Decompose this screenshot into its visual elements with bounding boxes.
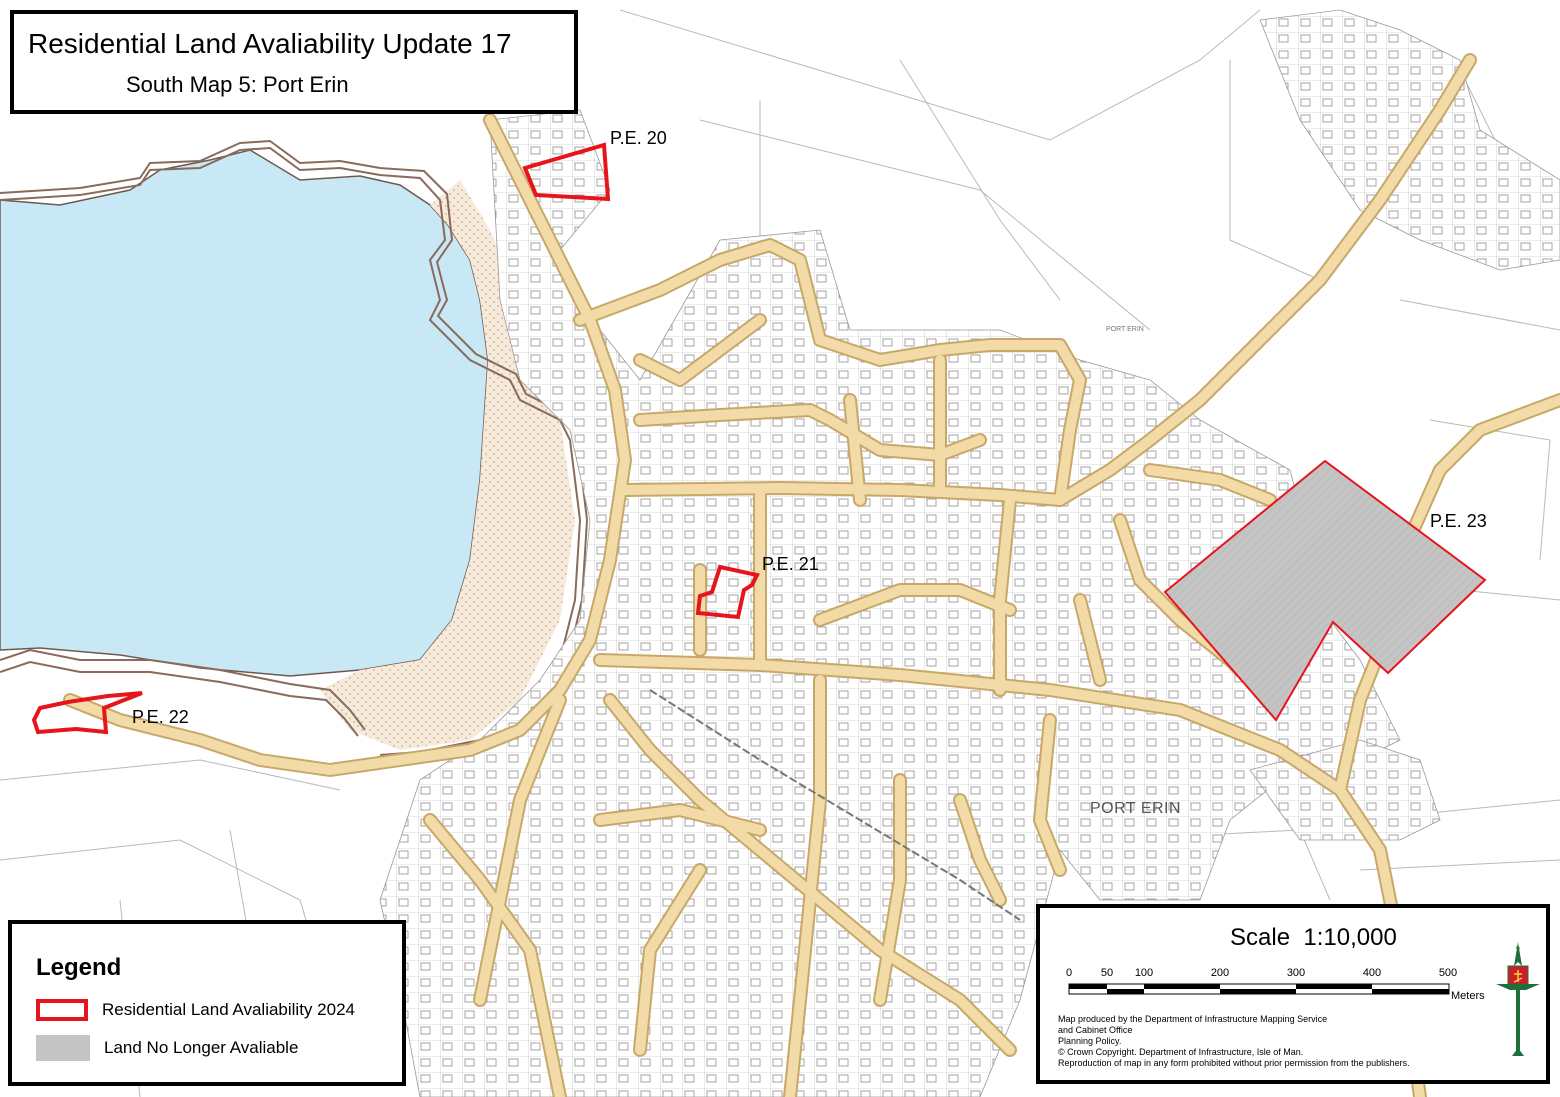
scale-unit: Meters xyxy=(1451,990,1485,1002)
legend-item-label: Residential Land Avaliability 2024 xyxy=(102,1000,355,1019)
site-pe23-area[interactable] xyxy=(1163,459,1487,722)
scale-bar: 0 50 100 200 300 400 500 Meters xyxy=(1066,967,1485,1002)
built-up-area xyxy=(379,9,1560,1097)
road-network xyxy=(63,53,1560,1097)
legend-panel: Legend Residential Land Avaliability 202… xyxy=(8,920,406,1086)
scale-tick-label: 400 xyxy=(1363,967,1381,979)
scale-tick-label: 50 xyxy=(1101,967,1113,979)
scale-segment xyxy=(1107,989,1144,994)
railway-line xyxy=(649,689,1021,921)
scale-segment xyxy=(1296,984,1372,989)
scale-segment xyxy=(1372,989,1449,994)
title-panel: Residential Land Avaliability Update 17 … xyxy=(10,10,578,114)
site-pe22-outline[interactable] xyxy=(31,691,143,735)
scale-tick-label: 500 xyxy=(1439,967,1457,979)
legend-item-label: Land No Longer Avaliable xyxy=(104,1038,299,1057)
map-title: Residential Land Avaliability Update 17 xyxy=(28,28,512,59)
scale-segment xyxy=(1220,989,1296,994)
scale-title: Scale 1:10,000 xyxy=(1230,924,1397,952)
scale-segment xyxy=(1069,984,1107,989)
legend-swatch-fill xyxy=(36,1035,90,1061)
site-label-pe23: P.E. 23 xyxy=(1430,511,1487,531)
scale-segment xyxy=(1144,984,1220,989)
site-label-pe22: P.E. 22 xyxy=(132,707,189,727)
map-subtitle: South Map 5: Port Erin xyxy=(126,72,349,97)
scale-label: Scale xyxy=(1230,924,1291,951)
north-arrow-icon xyxy=(1496,942,1540,1056)
legend-item-unavailable: Land No Longer Avaliable xyxy=(36,1034,298,1062)
scale-ratio: 1:10,000 xyxy=(1303,924,1397,951)
scale-tick-label: 0 xyxy=(1066,967,1072,979)
scale-tick-label: 200 xyxy=(1211,967,1229,979)
place-label-small: PORT ERIN xyxy=(1106,326,1144,333)
site-pe21-outline[interactable] xyxy=(695,564,760,620)
site-label-pe21: P.E. 21 xyxy=(762,554,819,574)
scale-tick-label: 300 xyxy=(1287,967,1305,979)
town-label-port-erin: PORT ERIN xyxy=(1090,800,1182,817)
site-pe20-outline[interactable] xyxy=(522,142,611,202)
map-credits: Map produced by the Department of Infras… xyxy=(1058,1014,1410,1068)
scale-tick-label: 100 xyxy=(1135,967,1153,979)
legend-item-residential: Residential Land Avaliability 2024 xyxy=(36,996,355,1024)
scale-panel: Scale 1:10,000 0 50 100 200 300 400 500 … xyxy=(1036,904,1550,1084)
legend-swatch-outline xyxy=(36,999,88,1021)
sea xyxy=(0,149,489,677)
site-label-pe20: P.E. 20 xyxy=(610,128,667,148)
legend-title: Legend xyxy=(36,954,122,981)
